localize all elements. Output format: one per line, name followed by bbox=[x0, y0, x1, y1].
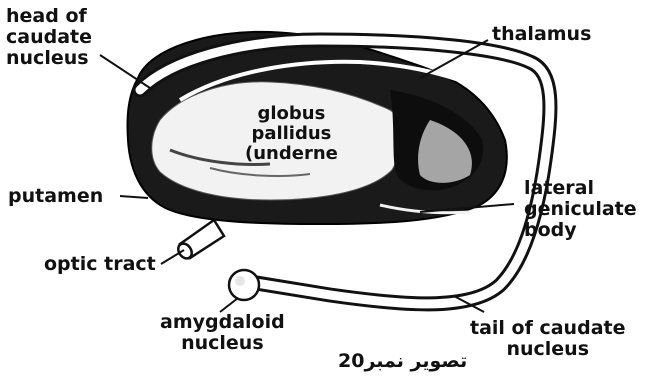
label-line: nucleus bbox=[6, 48, 92, 69]
optic-tract-shape bbox=[175, 220, 224, 261]
label-line: nucleus bbox=[160, 333, 285, 354]
label-line: lateral bbox=[524, 178, 637, 199]
label-line: amygdaloid bbox=[160, 312, 285, 333]
label-line: nucleus bbox=[470, 339, 625, 360]
label-lateral-geniculate-body: lateral geniculate body bbox=[524, 178, 637, 241]
label-line: caudate bbox=[6, 27, 92, 48]
leader-putamen bbox=[120, 196, 148, 198]
label-tail-of-caudate-nucleus: tail of caudate nucleus bbox=[470, 318, 625, 360]
label-line: pallidus bbox=[245, 124, 338, 144]
label-optic-tract: optic tract bbox=[44, 254, 156, 275]
label-line: geniculate bbox=[524, 199, 637, 220]
leader-optic-tract bbox=[161, 250, 184, 264]
label-globus-pallidus: globus pallidus (underne bbox=[245, 104, 338, 164]
label-thalamus: thalamus bbox=[492, 24, 591, 45]
label-line: tail of caudate bbox=[470, 318, 625, 339]
label-line: globus bbox=[245, 104, 338, 124]
label-line: (underne bbox=[245, 144, 338, 164]
leader-amygdaloid bbox=[220, 298, 238, 312]
label-amygdaloid-nucleus: amygdaloid nucleus bbox=[160, 312, 285, 354]
figure-caption: تصویر نمبر20 bbox=[338, 350, 467, 372]
amygdaloid-shape bbox=[229, 270, 259, 300]
label-line: body bbox=[524, 220, 637, 241]
label-putamen: putamen bbox=[8, 186, 103, 207]
label-line: head of bbox=[6, 6, 92, 27]
label-head-of-caudate-nucleus: head of caudate nucleus bbox=[6, 6, 92, 69]
